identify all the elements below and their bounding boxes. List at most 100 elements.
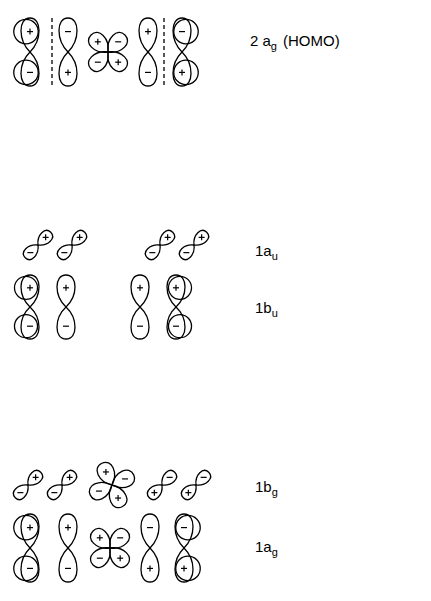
phase-sign — [183, 252, 189, 253]
sign-bar — [147, 527, 153, 528]
phase-sign — [179, 31, 185, 32]
orbital-lobe — [45, 481, 66, 502]
sign-bar — [51, 492, 57, 493]
symmetry-subscript: g — [272, 487, 278, 498]
phase-sign — [173, 326, 179, 327]
orbital-lobe — [85, 29, 114, 58]
orbital-lobe — [104, 525, 133, 554]
phase-sign — [103, 469, 109, 475]
sign-bar — [175, 285, 176, 291]
orbital-lobe — [87, 542, 116, 571]
sign-bar — [167, 234, 168, 240]
phase-sign — [115, 59, 121, 65]
sign-bar — [145, 72, 151, 73]
orbital-lobe — [190, 228, 211, 249]
sign-bar — [27, 252, 33, 253]
sign-bar — [188, 490, 189, 496]
phase-sign — [63, 326, 69, 327]
sign-bar — [95, 62, 101, 63]
phase-sign — [145, 72, 151, 73]
sign-bar — [27, 72, 33, 73]
orbital-lobe — [173, 52, 191, 86]
sign-bar — [117, 537, 123, 538]
phase-sign — [43, 234, 49, 240]
phase-sign — [97, 558, 103, 559]
phase-sign — [95, 39, 101, 45]
orbital-lobe — [167, 307, 185, 339]
phase-sign — [27, 525, 33, 531]
phase-sign — [145, 29, 151, 35]
s-contribution — [168, 276, 191, 299]
orbital-lobe — [131, 275, 149, 307]
sign-bar — [183, 565, 184, 571]
symmetry-subscript: g — [271, 41, 277, 52]
phase-sign — [27, 285, 33, 291]
orbital-lobe — [158, 468, 179, 489]
s-contribution — [14, 19, 38, 43]
orbital-lobe — [59, 18, 77, 52]
orbital-lobe — [192, 468, 213, 489]
phase-sign — [67, 474, 73, 480]
orbital-lobe — [94, 460, 119, 489]
phase-sign — [147, 565, 153, 571]
orbital-lobe — [87, 478, 116, 503]
orbital-lobe — [139, 52, 157, 86]
phase-sign — [27, 252, 33, 253]
s-contribution — [174, 60, 198, 84]
sign-bar — [67, 69, 68, 75]
orbital-lobe — [156, 228, 177, 249]
orbital-lobe — [131, 307, 149, 339]
phase-sign — [17, 492, 23, 493]
orbital-lobe — [21, 514, 39, 548]
orbital-lobe — [143, 241, 164, 262]
orbital-lobe — [24, 468, 45, 489]
orbital-lobe — [57, 275, 75, 307]
nodal-dash — [163, 18, 164, 88]
sign-bar — [118, 59, 119, 65]
sign-bar — [167, 477, 173, 478]
sign-bar — [115, 41, 121, 42]
s-contribution — [14, 60, 38, 84]
phase-sign — [122, 478, 128, 479]
orbital-lobe — [141, 548, 159, 582]
orbital-label: (HOMO) — [283, 33, 340, 48]
sign-bar — [35, 474, 36, 480]
orbital-lobe — [102, 29, 131, 58]
phase-sign — [51, 492, 57, 493]
orbital-lobe — [105, 482, 130, 511]
sign-bar — [139, 285, 140, 291]
phase-sign — [27, 568, 33, 569]
orbital-lobe — [34, 228, 55, 249]
orbital-lobe — [57, 307, 75, 339]
orbital-label: 1b — [255, 479, 272, 494]
orbital-lobe — [55, 241, 76, 262]
phase-sign — [65, 568, 71, 569]
sign-bar — [154, 490, 155, 496]
phase-sign — [173, 285, 179, 291]
orbital-label: 1b — [255, 300, 272, 315]
s-contribution — [168, 315, 191, 338]
sign-bar — [117, 495, 118, 501]
orbital-label: 1a — [255, 539, 272, 554]
phase-sign — [147, 527, 153, 528]
s-contribution — [14, 276, 37, 299]
phase-sign — [165, 234, 171, 240]
sign-bar — [97, 39, 98, 45]
sign-bar — [63, 326, 69, 327]
phase-sign — [185, 490, 191, 496]
phase-sign — [96, 490, 102, 491]
phase-sign — [167, 477, 173, 478]
sign-bar — [65, 285, 66, 291]
phase-sign — [137, 326, 143, 327]
phase-sign — [149, 252, 155, 253]
sign-bar — [99, 535, 100, 541]
sign-bar — [201, 234, 202, 240]
orbital-lobe — [177, 241, 198, 262]
phase-sign — [63, 285, 69, 291]
sign-bar — [137, 326, 143, 327]
symmetry-subscript: u — [272, 308, 278, 319]
orbital-lobe — [21, 307, 39, 339]
orbital-lobe — [173, 18, 191, 52]
nodal-dash — [51, 18, 52, 88]
